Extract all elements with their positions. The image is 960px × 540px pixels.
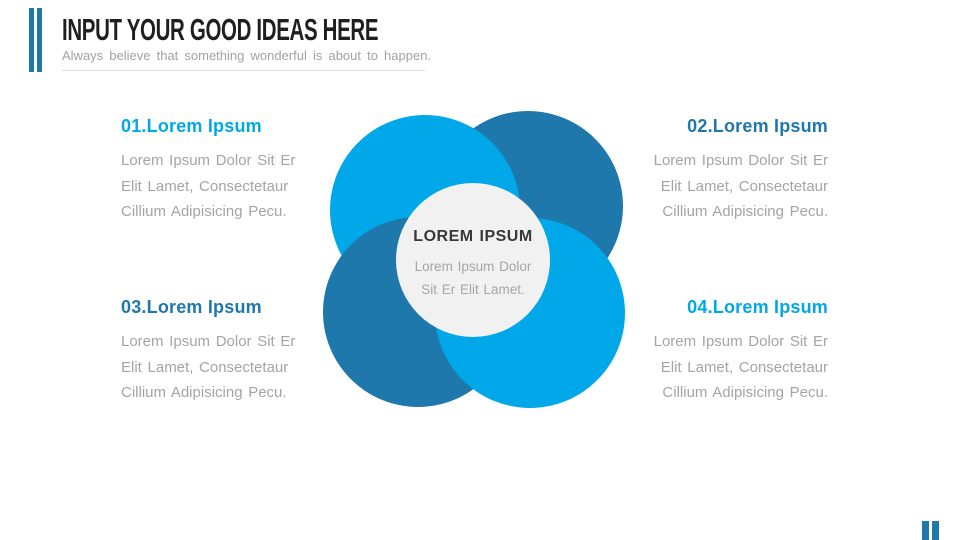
idea-block-02: 02.Lorem Ipsum Lorem Ipsum Dolor Sit Er … [618, 115, 828, 225]
idea-block-01-heading: 01.Lorem Ipsum [121, 116, 262, 136]
venn-center-body: Lorem Ipsum Dolor Sit Er Elit Lamet. [414, 259, 532, 297]
header-divider [62, 70, 425, 71]
idea-block-04: 04.Lorem Ipsum Lorem Ipsum Dolor Sit Er … [618, 296, 828, 406]
bar-icon [37, 8, 42, 72]
idea-block-03: 03.Lorem Ipsum Lorem Ipsum Dolor Sit Er … [121, 296, 331, 406]
header-double-bar-icon [29, 8, 42, 72]
slide-title: INPUT YOUR GOOD IDEAS HERE [62, 14, 541, 46]
idea-block-02-heading: 02.Lorem Ipsum [687, 116, 828, 136]
idea-block-04-body: Lorem Ipsum Dolor Sit Er Elit Lamet, Con… [653, 333, 828, 401]
idea-block-04-heading: 04.Lorem Ipsum [687, 297, 828, 317]
idea-block-02-body: Lorem Ipsum Dolor Sit Er Elit Lamet, Con… [653, 152, 828, 220]
idea-block-03-heading: 03.Lorem Ipsum [121, 297, 262, 317]
venn-center-title: LOREM IPSUM [413, 228, 533, 245]
bar-icon [932, 521, 939, 540]
footer-double-bar-icon [922, 521, 939, 540]
idea-block-01-body: Lorem Ipsum Dolor Sit Er Elit Lamet, Con… [121, 152, 296, 220]
idea-block-01: 01.Lorem Ipsum Lorem Ipsum Dolor Sit Er … [121, 115, 331, 225]
bar-icon [922, 521, 929, 540]
venn-center-circle: LOREM IPSUM Lorem Ipsum Dolor Sit Er Eli… [396, 183, 550, 337]
slide-title-text: INPUT YOUR GOOD IDEAS HERE [62, 12, 379, 47]
idea-block-03-body: Lorem Ipsum Dolor Sit Er Elit Lamet, Con… [121, 333, 296, 401]
bar-icon [29, 8, 34, 72]
slide-subtitle: Always believe that something wonderful … [62, 48, 432, 63]
